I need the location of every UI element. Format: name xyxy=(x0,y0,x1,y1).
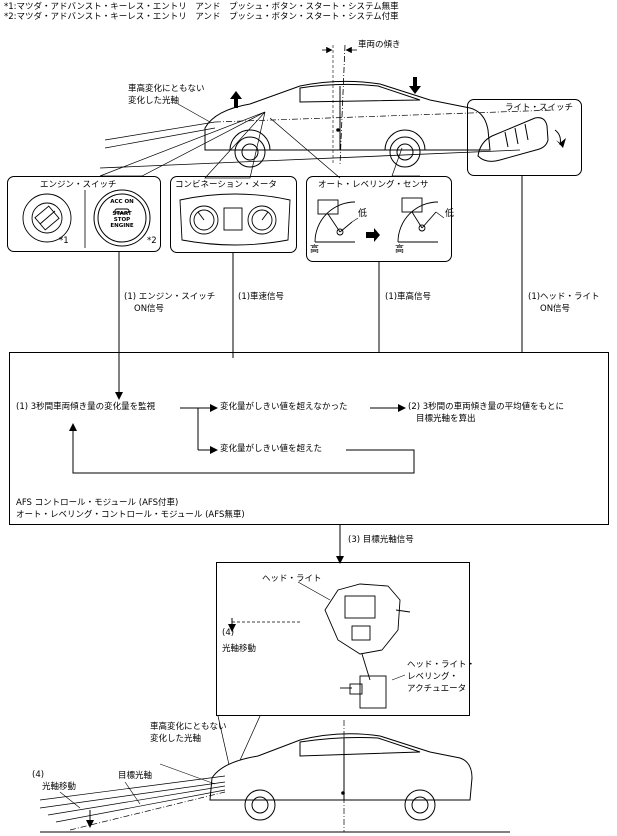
note-2: *2:マツダ・アドバンスト・キーレス・エントリ アンド プッシュ・ボタン・スター… xyxy=(4,12,399,22)
light-switch-box xyxy=(467,99,582,176)
engine-switch-box xyxy=(7,176,161,252)
top-car-drawing xyxy=(204,80,491,168)
sensor-high-1: 高 xyxy=(310,245,320,255)
axis-change-label-l2: 変化した光軸 xyxy=(128,96,180,106)
headlight-title: ヘッド・ライト xyxy=(262,574,322,584)
headlight-assembly-drawing xyxy=(324,583,411,709)
engine-on-signal-l1: (1) エンジン・スイッチ xyxy=(124,292,216,302)
headlight-move-num: (4) xyxy=(222,628,235,638)
height-signal-label: (1)車高信号 xyxy=(385,292,432,302)
control-module-box xyxy=(9,352,609,525)
engine-switch-title: エンジン・スイッチ xyxy=(40,180,117,190)
step1-monitor: (1) 3秒間車両傾き量の変化量を監視 xyxy=(16,402,156,412)
light-switch-title: ライト・スイッチ xyxy=(505,103,574,113)
engine-text: ENGINE xyxy=(110,223,134,229)
engine-on-signal-l2: ON信号 xyxy=(134,304,165,314)
acc-text: ACC xyxy=(110,199,123,205)
axis-change-label-l1: 車高変化にともない xyxy=(128,84,205,94)
not-exceed-label: 変化量がしきい値を超えなかった xyxy=(220,402,348,412)
step2-l1: (2) 3秒間の車両傾き量の平均値をもとに xyxy=(408,402,564,412)
target-axis-label: 目標光軸 xyxy=(118,771,153,781)
actuator-l2: レベリング・ xyxy=(407,672,459,682)
top-ground-line xyxy=(99,149,521,169)
module-name-l2: オート・レベリング・コントロール・モジュール (AFS無車) xyxy=(16,510,245,520)
on-text: ON xyxy=(124,199,134,205)
meter-drawing xyxy=(179,193,291,246)
sensor-low-1: 低 xyxy=(358,209,368,219)
engine-switch-mark1: *1 xyxy=(59,236,69,246)
bottom-axis-label-l1: 車高変化にともない xyxy=(150,722,227,732)
sensor-box xyxy=(306,176,452,262)
ignition-key-drawing xyxy=(22,193,72,243)
meter-box xyxy=(170,176,297,253)
sensor-title: オート・レベリング・センサ xyxy=(318,180,429,190)
headlight-on-signal-l1: (1)ヘッド・ライト xyxy=(528,292,600,302)
headlight-box xyxy=(216,562,470,716)
sensor-low-2: 低 xyxy=(445,209,455,219)
headlight-move-label: 光軸移動 xyxy=(222,644,257,654)
bottom-car-drawing xyxy=(209,733,473,821)
stop-text: STOP xyxy=(113,217,131,223)
push-button-text: ACC ON START STOP ENGINE xyxy=(105,199,139,229)
actuator-l1: ヘッド・ライト・ xyxy=(407,660,476,670)
bottom-move-label: 光軸移動 xyxy=(42,782,77,792)
push-button-drawing xyxy=(93,189,151,247)
target-axis-signal: (3) 目標光軸信号 xyxy=(348,535,414,545)
exceed-label: 変化量がしきい値を超えた xyxy=(220,444,323,454)
light-switch-drawing xyxy=(477,117,561,162)
step2-l2: 目標光軸を算出 xyxy=(416,414,476,424)
note-1: *1:マツダ・アドバンスト・キーレス・エントリ アンド プッシュ・ボタン・スター… xyxy=(4,2,399,12)
actuator-l3: アクチュエータ xyxy=(407,684,467,694)
bottom-axis-label-l2: 変化した光軸 xyxy=(150,734,202,744)
start-text: START xyxy=(112,211,132,217)
vehicle-tilt-label: 車両の傾き xyxy=(358,40,401,50)
engine-switch-mark2: *2 xyxy=(147,236,157,246)
sensor-high-2: 高 xyxy=(395,245,405,255)
meter-title: コンビネーション・メータ xyxy=(175,180,277,190)
headlight-on-signal-l2: ON信号 xyxy=(540,304,571,314)
module-name-l1: AFS コントロール・モジュール (AFS付車) xyxy=(16,498,179,508)
bottom-move-num: (4) xyxy=(32,770,45,780)
sensor-drawing xyxy=(314,197,439,243)
speed-signal-label: (1)車速信号 xyxy=(238,292,285,302)
